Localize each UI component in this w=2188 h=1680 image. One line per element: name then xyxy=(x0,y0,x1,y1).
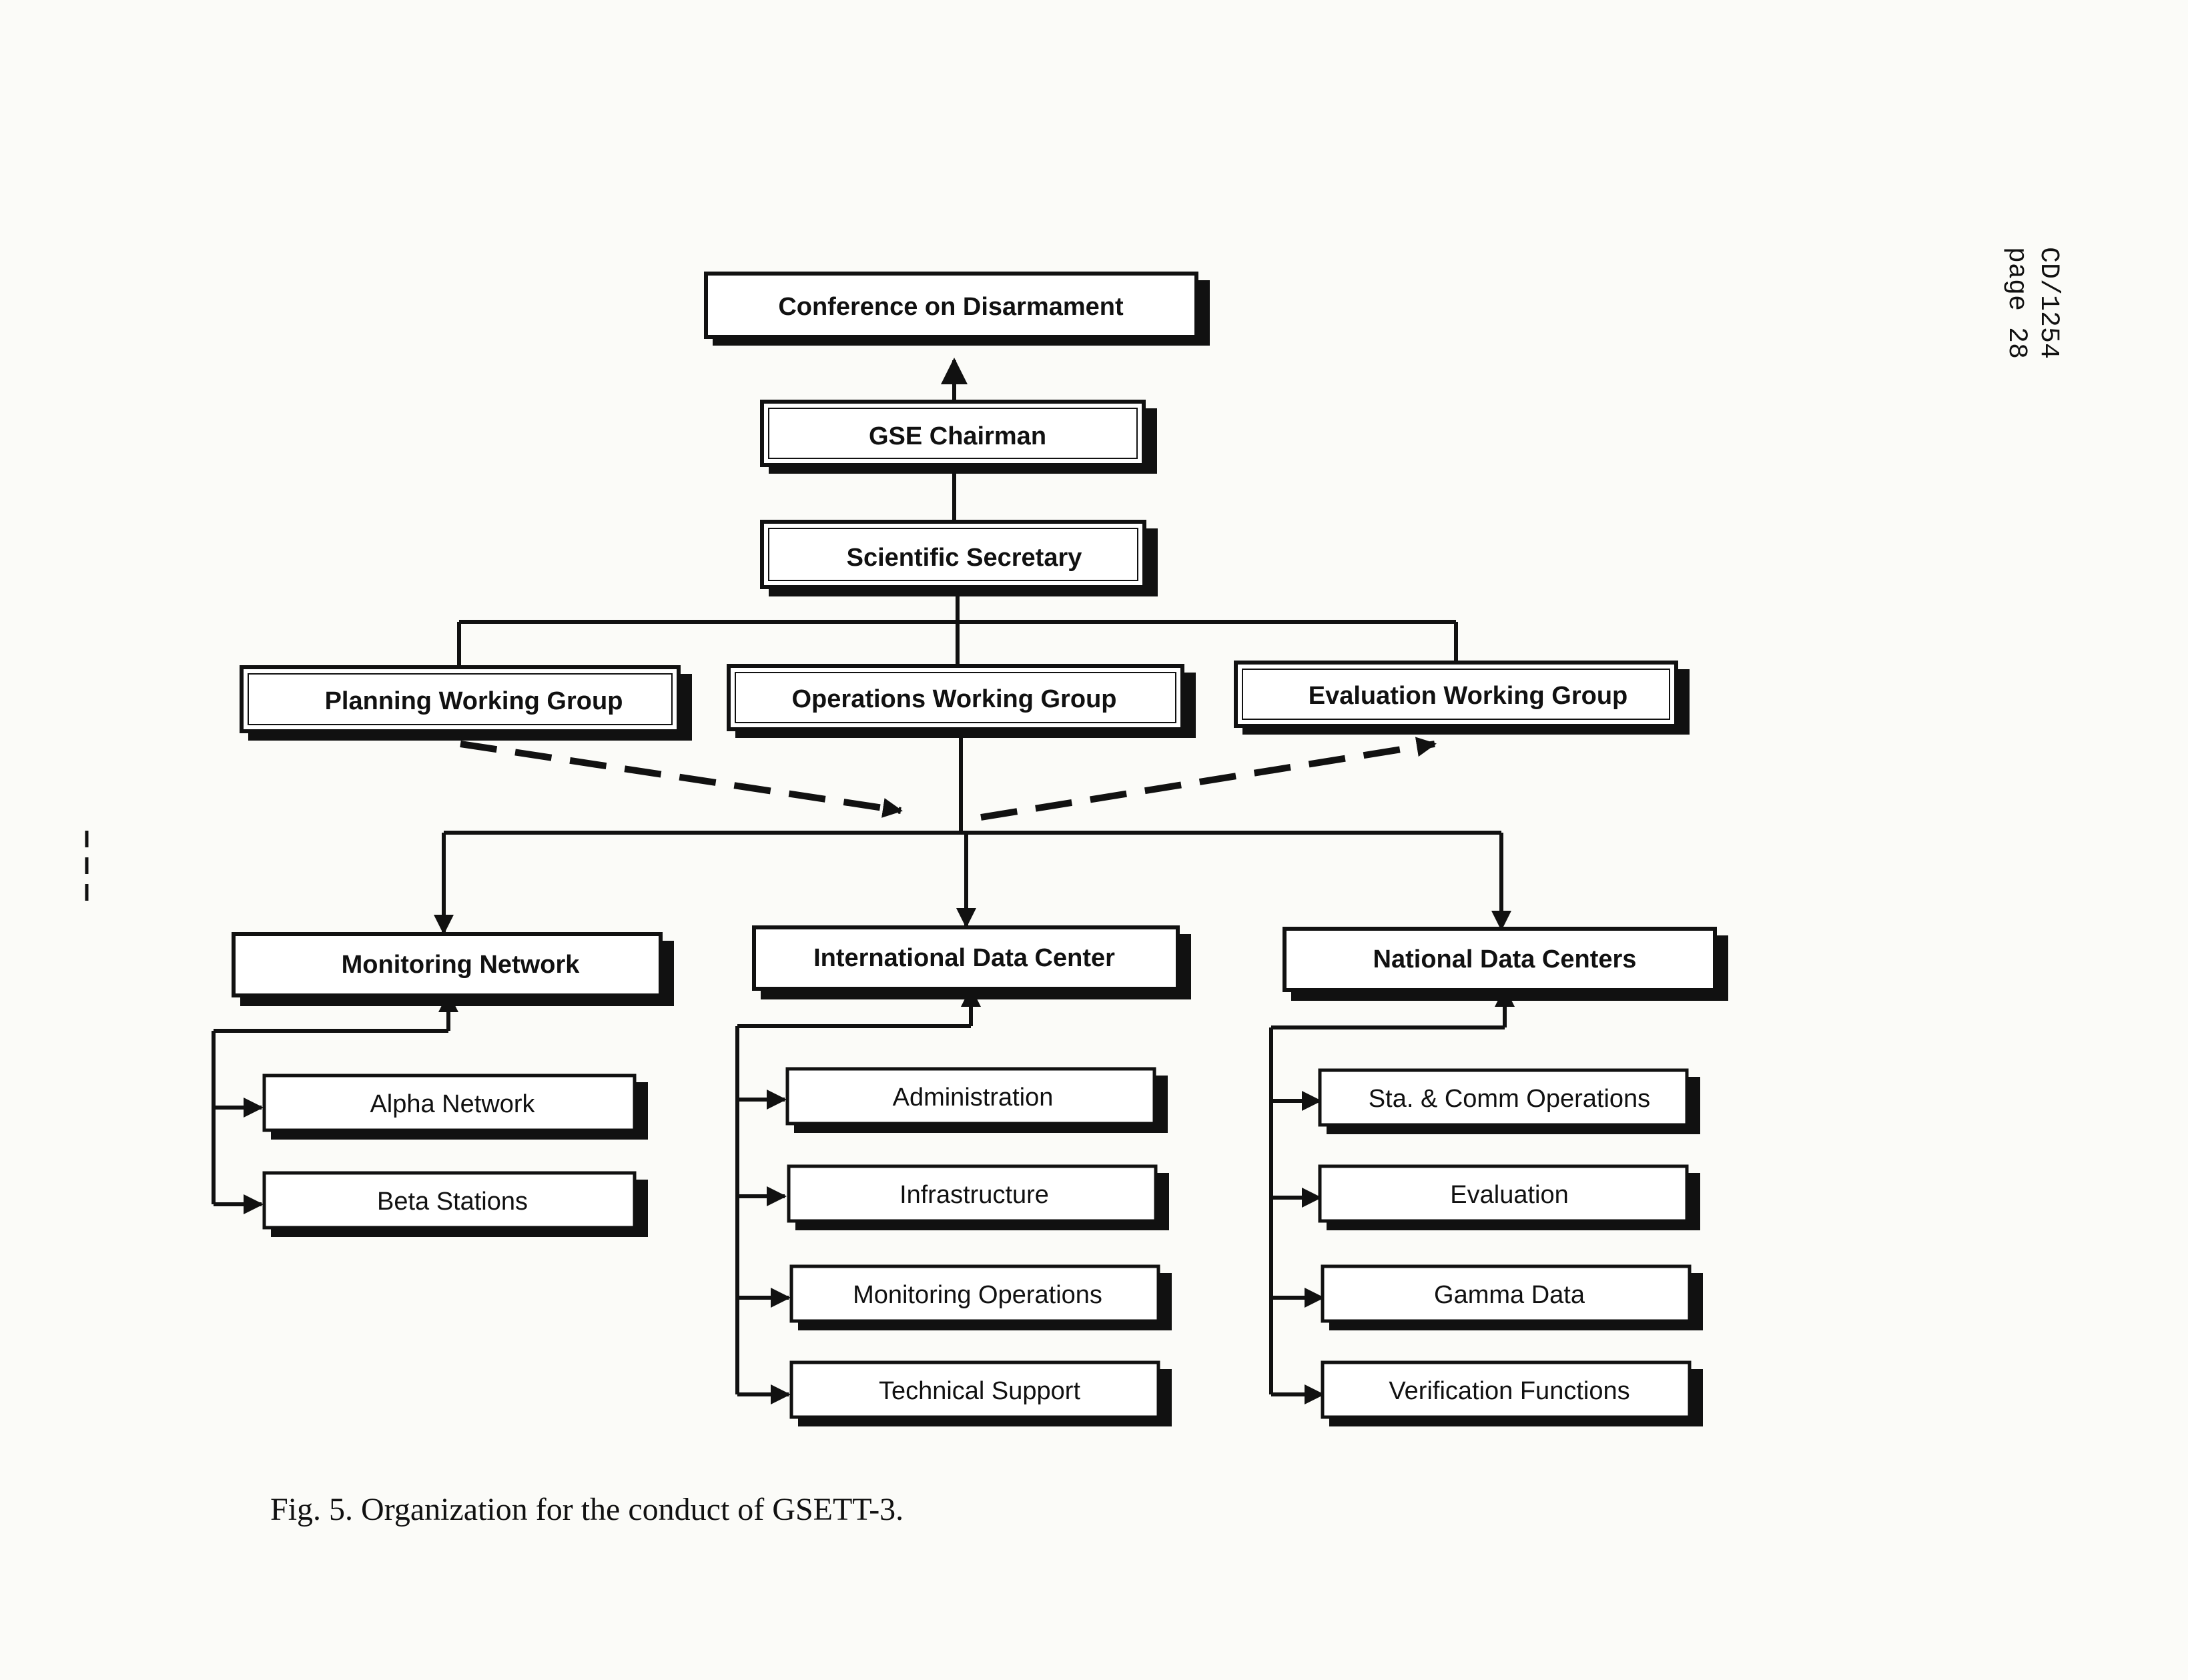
dashed-arrow-center-to-evaluation xyxy=(980,737,1437,821)
node-administration: Administration xyxy=(785,1067,1168,1133)
node-label: Verification Functions xyxy=(1389,1377,1629,1405)
coordination-arrows xyxy=(460,737,1437,821)
node-label: Conference on Disarmament xyxy=(778,293,1124,321)
branch-connectors xyxy=(212,987,1515,1404)
figure-caption: Fig. 5. Organization for the conduct of … xyxy=(270,1492,903,1527)
node-sta-comm-operations: Sta. & Comm Operations xyxy=(1318,1068,1700,1134)
node-label: Technical Support xyxy=(879,1377,1081,1405)
node-label: Administration xyxy=(893,1084,1054,1112)
node-label: Monitoring Network xyxy=(342,951,581,979)
node-label: GSE Chairman xyxy=(869,422,1046,450)
node-label: National Data Centers xyxy=(1373,945,1637,973)
node-planning-working-group: Planning Working Group xyxy=(240,665,692,741)
connectors xyxy=(434,358,1511,935)
node-scientific-secretary: Scientific Secretary xyxy=(760,520,1158,596)
node-evaluation-working-group: Evaluation Working Group xyxy=(1234,661,1690,735)
node-label: Alpha Network xyxy=(370,1090,535,1118)
node-label: Evaluation Working Group xyxy=(1309,682,1628,710)
document-reference: CD/1254 page 28 xyxy=(2001,247,2063,359)
node-infrastructure: Infrastructure xyxy=(787,1164,1169,1230)
node-label: Infrastructure xyxy=(899,1181,1049,1209)
node-label: Planning Working Group xyxy=(325,687,623,715)
node-label: Sta. & Comm Operations xyxy=(1369,1085,1650,1113)
node-label: International Data Center xyxy=(813,944,1115,972)
node-international-data-center: International Data Center xyxy=(752,925,1191,999)
node-monitoring-network: Monitoring Network xyxy=(232,932,674,1006)
node-verification-functions: Verification Functions xyxy=(1321,1360,1703,1426)
doc-page: page 28 xyxy=(2001,247,2031,359)
node-technical-support: Technical Support xyxy=(789,1360,1172,1426)
node-gamma-data: Gamma Data xyxy=(1321,1264,1703,1330)
node-label: Operations Working Group xyxy=(792,685,1117,713)
node-label: Evaluation xyxy=(1450,1181,1568,1209)
node-label: Gamma Data xyxy=(1434,1281,1585,1309)
node-label: Scientific Secretary xyxy=(847,544,1082,572)
node-evaluation: Evaluation xyxy=(1318,1164,1700,1230)
node-operations-working-group: Operations Working Group xyxy=(727,664,1196,738)
doc-code: CD/1254 xyxy=(2033,247,2063,359)
dashed-arrow-planning-to-center xyxy=(460,741,903,818)
node-beta-stations: Beta Stations xyxy=(262,1171,648,1237)
node-label: Beta Stations xyxy=(377,1188,528,1216)
node-national-data-centers: National Data Centers xyxy=(1283,927,1728,1001)
node-monitoring-operations: Monitoring Operations xyxy=(789,1264,1172,1330)
node-gse-chairman: GSE Chairman xyxy=(760,400,1157,474)
node-alpha-network: Alpha Network xyxy=(262,1074,648,1140)
node-conference-on-disarmament: Conference on Disarmament xyxy=(704,272,1210,346)
node-label: Monitoring Operations xyxy=(853,1281,1102,1309)
